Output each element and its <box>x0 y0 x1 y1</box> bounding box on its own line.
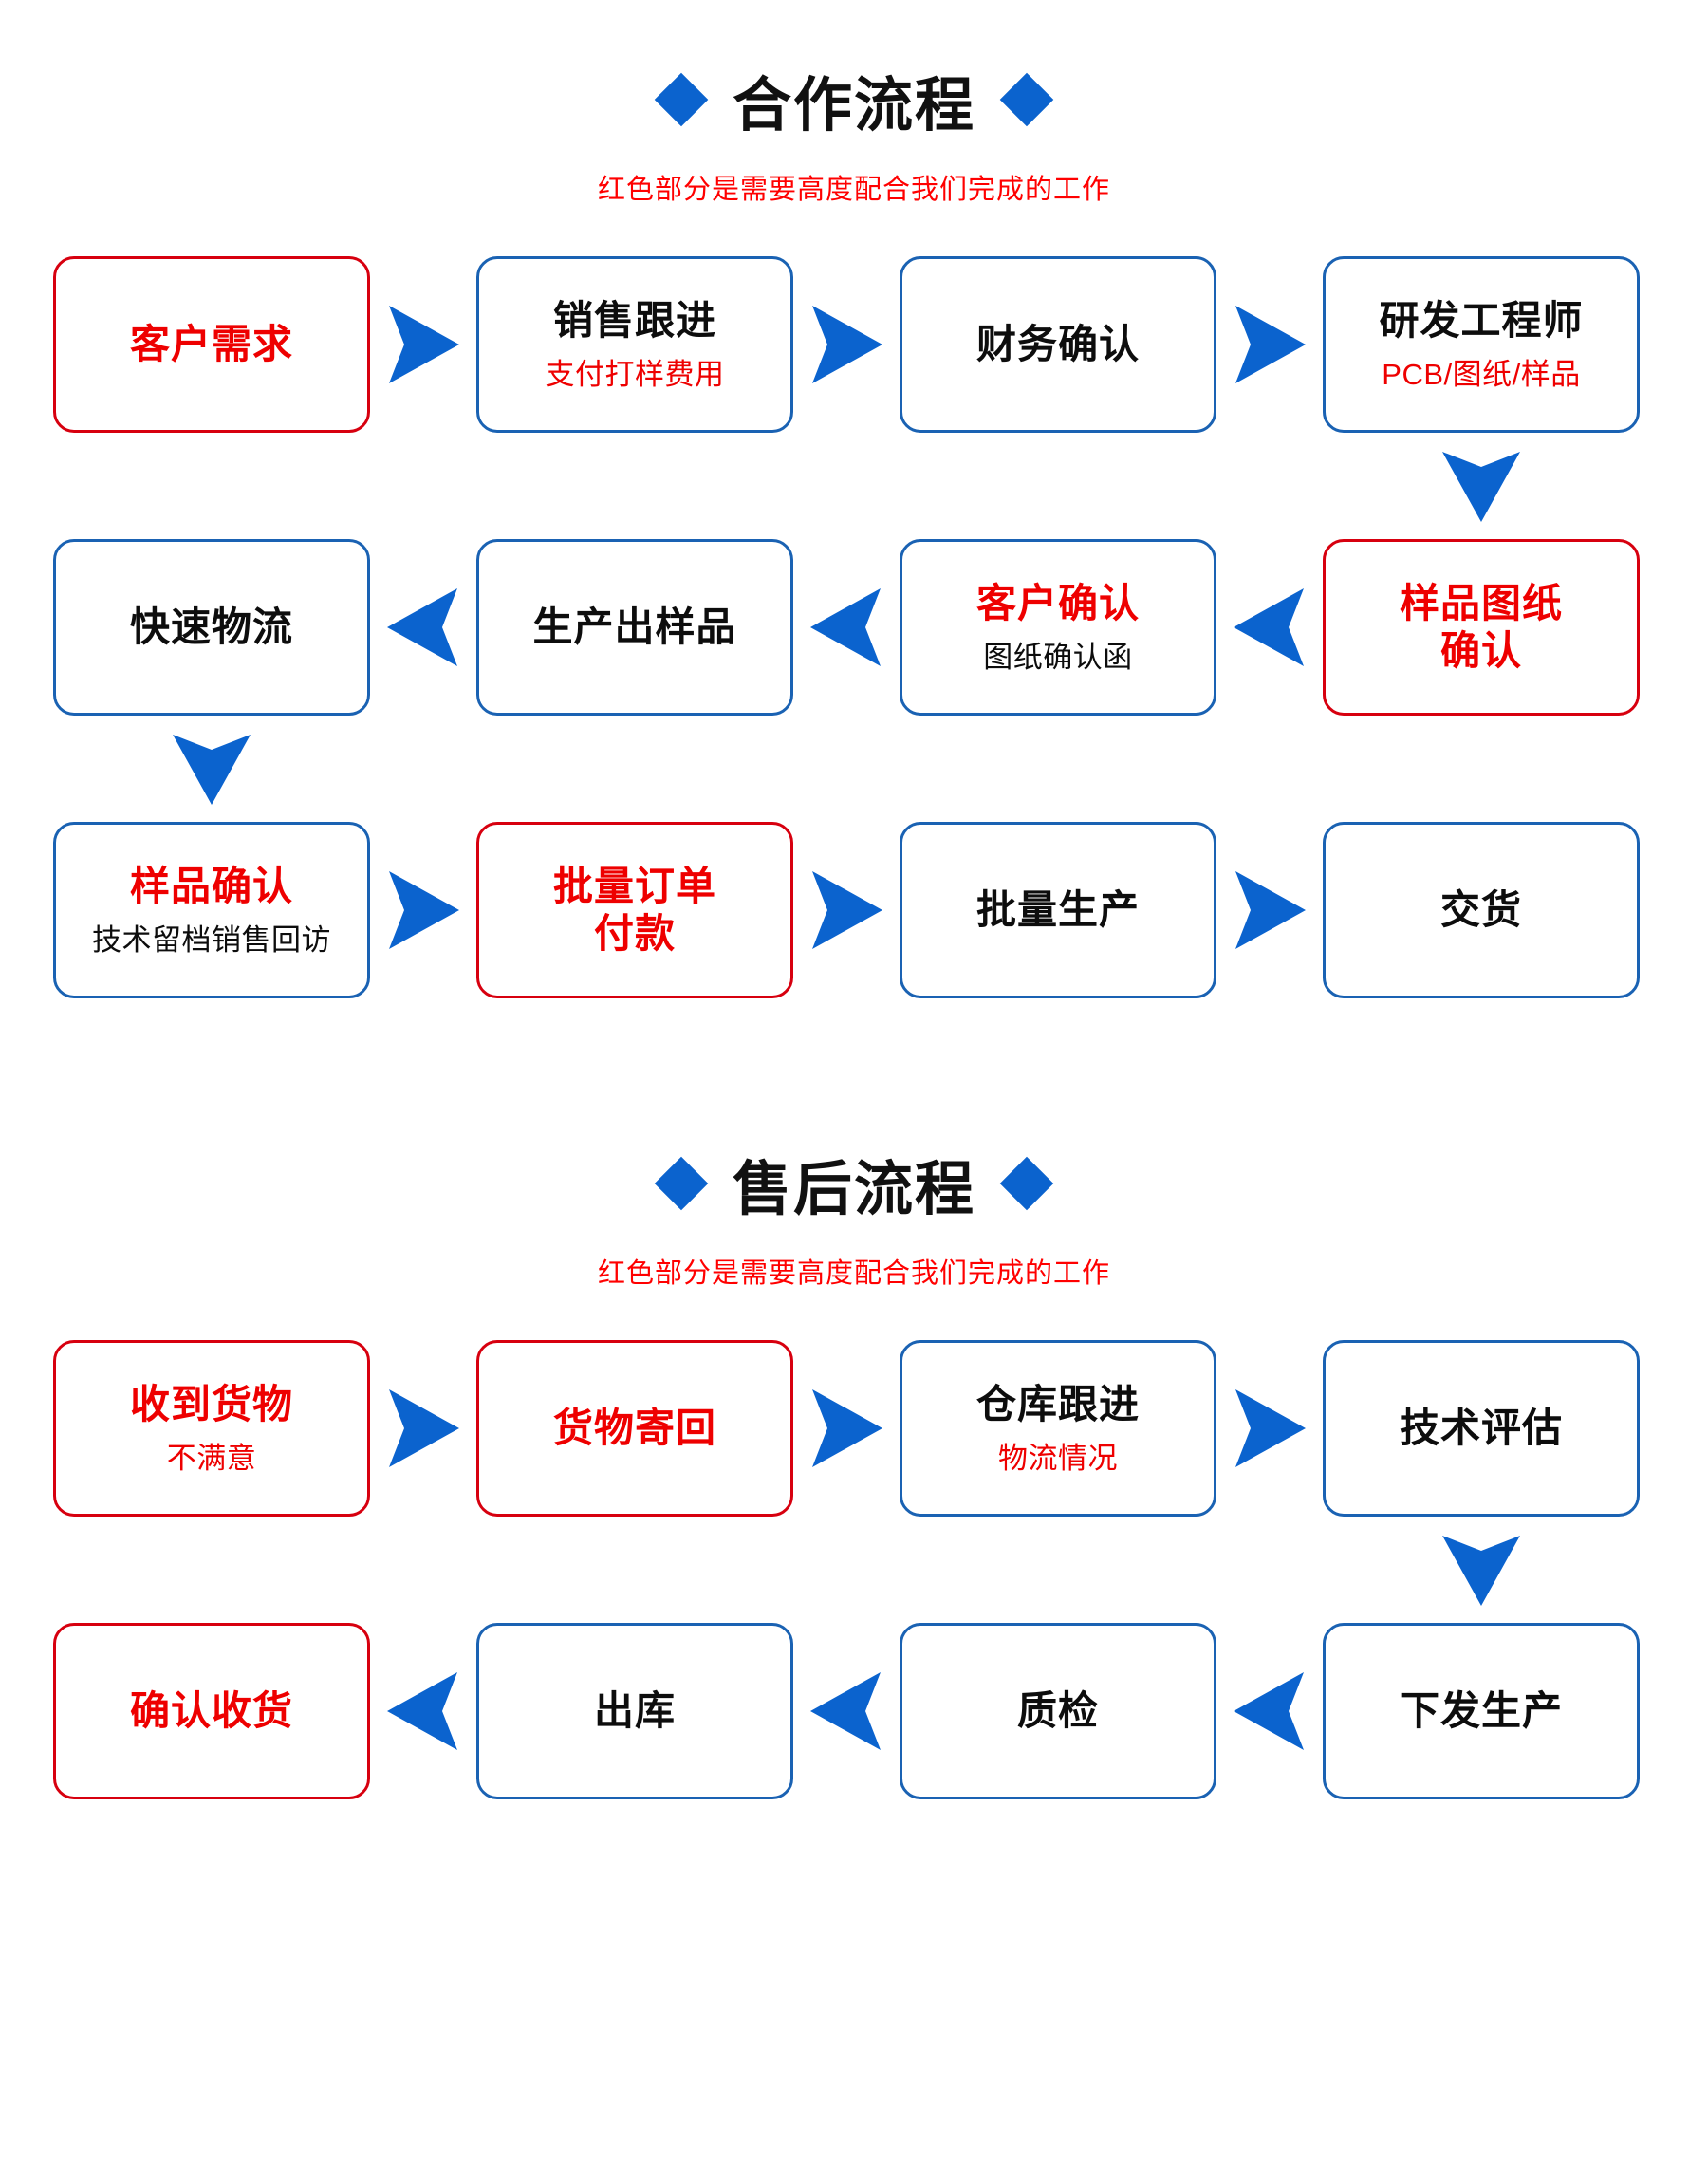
flow-node-subtitle: 支付打样费用 <box>545 358 725 392</box>
flow-node: 质检 <box>900 1623 1216 1799</box>
flow-node: 销售跟进支付打样费用 <box>476 256 793 433</box>
flow-node: 仓库跟进物流情况 <box>900 1340 1216 1517</box>
flow-node-subtitle: 技术留档销售回访 <box>92 923 331 958</box>
section-heading: 合作流程 <box>0 57 1708 142</box>
flow-rows: 收到货物不满意 货物寄回 仓库跟进物流情况 技术评估确认收货 出库 质检 下发生产 <box>0 1340 1708 1799</box>
connector-slot <box>1323 446 1640 526</box>
flow-node: 下发生产 <box>1323 1623 1640 1799</box>
flow-node: 批量生产 <box>900 822 1216 998</box>
flow-node: 技术评估 <box>1323 1340 1640 1517</box>
arrow-down-icon <box>0 1517 1708 1623</box>
diamond-icon <box>999 1156 1054 1211</box>
section-cooperation: 合作流程红色部分是需要高度配合我们完成的工作客户需求 销售跟进支付打样费用 财务确认… <box>0 57 1708 998</box>
flow-node-title: 下发生产 <box>1399 1688 1563 1734</box>
flow-node-title: 技术评估 <box>1399 1406 1563 1451</box>
arrow-left-icon <box>793 539 900 716</box>
flow-node-title: 生产出样品 <box>532 605 737 650</box>
arrow-right-icon <box>370 1340 476 1517</box>
flow-node: 货物寄回 <box>476 1340 793 1517</box>
flow-row: 客户需求 销售跟进支付打样费用 财务确认 研发工程师 PCB/图纸/样品 <box>0 256 1708 433</box>
arrow-right-icon <box>370 256 476 433</box>
flow-row: 确认收货 出库 质检 下发生产 <box>0 1623 1708 1799</box>
flow-node-title: 样品确认 <box>129 863 293 908</box>
flow-node: 样品确认技术留档销售回访 <box>53 822 370 998</box>
arrow-right-icon <box>370 822 476 998</box>
flow-node-title: 客户确认 <box>975 580 1140 625</box>
arrow-right-icon <box>793 256 900 433</box>
flow-node-title: 收到货物 <box>129 1381 293 1426</box>
section-heading: 售后流程 <box>0 1141 1708 1226</box>
flow-node: 样品图纸确认 <box>1323 539 1640 716</box>
flow-node-title: 批量生产 <box>975 887 1140 933</box>
flow-node: 客户确认图纸确认函 <box>900 539 1216 716</box>
flow-row: 快速物流 生产出样品 客户确认图纸确认函 样品图纸确认 <box>0 539 1708 716</box>
flow-node-title: 样品图纸确认 <box>1399 581 1563 673</box>
flow-node: 快速物流 <box>53 539 370 716</box>
section-title-text: 合作流程 <box>732 73 975 139</box>
flow-node-title: 出库 <box>593 1688 676 1734</box>
arrow-right-icon <box>1216 256 1323 433</box>
arrow-right-icon <box>793 1340 900 1517</box>
flow-node-title: 客户需求 <box>129 322 293 367</box>
arrow-right-icon <box>793 822 900 998</box>
arrow-left-icon <box>793 1623 900 1799</box>
flow-node: 财务确认 <box>900 256 1216 433</box>
flow-node: 交货 <box>1323 822 1640 998</box>
arrow-left-icon <box>1216 539 1323 716</box>
flow-node: 客户需求 <box>53 256 370 433</box>
arrow-down-icon <box>0 433 1708 539</box>
connector-slot <box>53 729 370 809</box>
section-after-sales: 售后流程红色部分是需要高度配合我们完成的工作收到货物不满意 货物寄回 仓库跟进物流情… <box>0 1141 1708 1799</box>
flow-node-subtitle: 图纸确认函 <box>983 641 1133 675</box>
flow-node: 研发工程师 PCB/图纸/样品 <box>1323 256 1640 433</box>
diamond-icon <box>999 72 1054 127</box>
flow-node-title: 批量订单付款 <box>552 864 716 956</box>
flow-node: 批量订单付款 <box>476 822 793 998</box>
diamond-icon <box>654 1156 709 1211</box>
flow-node: 收到货物不满意 <box>53 1340 370 1517</box>
flow-node-subtitle: 不满意 <box>166 1442 257 1476</box>
flow-node-title: 销售跟进 <box>552 297 716 343</box>
section-subtitle: 红色部分是需要高度配合我们完成的工作 <box>597 1258 1110 1289</box>
section-title-text: 售后流程 <box>732 1157 975 1222</box>
flow-row: 样品确认技术留档销售回访 批量订单付款 批量生产 交货 <box>0 822 1708 998</box>
flow-row: 收到货物不满意 货物寄回 仓库跟进物流情况 技术评估 <box>0 1340 1708 1517</box>
connector-slot <box>1323 1530 1640 1610</box>
flow-node: 出库 <box>476 1623 793 1799</box>
arrow-right-icon <box>1216 1340 1323 1517</box>
arrow-down-icon <box>0 716 1708 822</box>
diamond-icon <box>654 72 709 127</box>
section-subtitle: 红色部分是需要高度配合我们完成的工作 <box>597 175 1110 205</box>
flow-node-subtitle: PCB/图纸/样品 <box>1382 358 1581 392</box>
section-gap <box>0 998 1708 1141</box>
flow-node-title: 交货 <box>1439 887 1522 933</box>
flow-node-title: 货物寄回 <box>552 1406 716 1451</box>
flow-node-title: 研发工程师 <box>1379 297 1584 343</box>
flow-node: 生产出样品 <box>476 539 793 716</box>
arrow-right-icon <box>1216 822 1323 998</box>
row-connector-gap <box>0 716 1708 822</box>
flow-node-title: 快速物流 <box>129 605 293 650</box>
row-connector-gap <box>0 1517 1708 1623</box>
flow-node: 确认收货 <box>53 1623 370 1799</box>
flow-node-title: 仓库跟进 <box>975 1381 1140 1426</box>
flow-node-title: 财务确认 <box>975 322 1140 367</box>
arrow-left-icon <box>370 539 476 716</box>
arrow-left-icon <box>1216 1623 1323 1799</box>
arrow-left-icon <box>370 1623 476 1799</box>
row-connector-gap <box>0 433 1708 539</box>
flow-node-title: 确认收货 <box>129 1688 293 1734</box>
flow-rows: 客户需求 销售跟进支付打样费用 财务确认 研发工程师 PCB/图纸/样品快速物流 生产出样… <box>0 256 1708 998</box>
flow-node-title: 质检 <box>1016 1688 1099 1734</box>
flow-node-subtitle: 物流情况 <box>998 1442 1118 1476</box>
